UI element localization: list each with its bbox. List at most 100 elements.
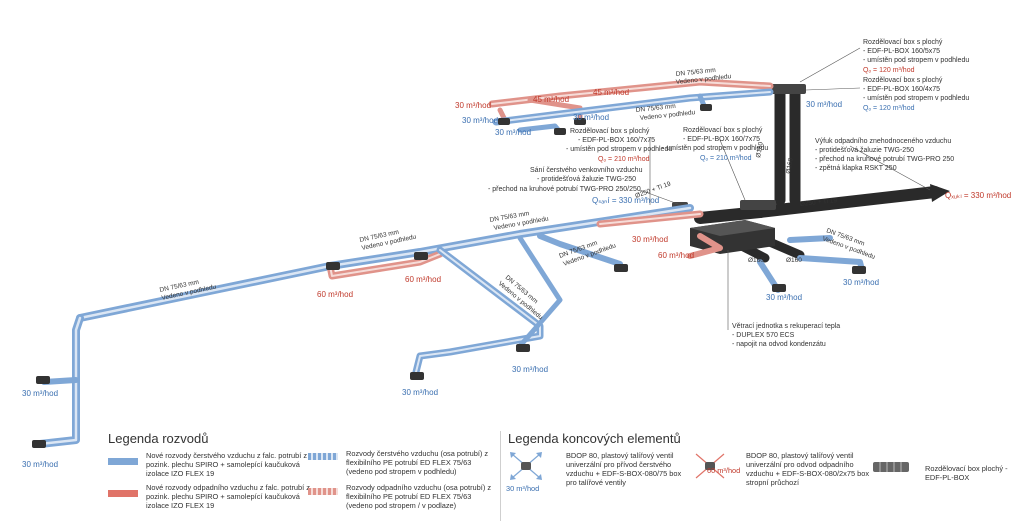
exhaust-duct-d250 [754, 186, 941, 218]
valve [414, 252, 428, 260]
valve [574, 118, 586, 125]
callout-line: Rozdělovací box s plochý [570, 128, 650, 135]
flow-label: 30 m³/hod [22, 389, 58, 398]
legend-element-waste-flow: 60 m³/hod [707, 466, 741, 475]
legend-item-fresh-flex: Rozvody čerstvého vzduchu (osa potrubí) … [346, 449, 489, 476]
legend-pipes-title: Legenda rozvodů [108, 431, 209, 446]
exhaust-arrow [930, 184, 950, 202]
callout-flow: Qₒ = 120 m³/hod [863, 105, 915, 112]
valve [516, 344, 530, 352]
flow-label: 30 m³/hod [843, 278, 879, 287]
legend-element-waste-valve: BDOP 80, plastový talířový ventil univer… [746, 451, 870, 487]
callout-exhaust: Výfuk odpadního znehodnoceného vzduchu -… [815, 138, 1011, 200]
legend-swatch-fresh-flex [308, 453, 338, 460]
callout-line: - přechod na kruhové potrubí TWG-PRO 250… [488, 186, 641, 193]
valve [700, 104, 712, 111]
callout-line: - umístěn pod stropem v podhledu [566, 146, 672, 153]
duct-label: Ø250 + Ti 19 [799, 197, 837, 208]
callout-line: - EDF-PL-BOX 160/4x75 [863, 86, 940, 93]
callout-box-mid-right: Rozdělovací box s plochý - EDF-PL-BOX 16… [662, 127, 768, 162]
callout-unit: Větrací jednotka s rekuperací tepla - DU… [732, 323, 840, 348]
flow-label: 60 m³/hod [317, 290, 353, 299]
duct-label: Ø160 [748, 257, 764, 264]
legend-item-waste-flex: Rozvody odpadního vzduchu (osa potrubí) … [346, 483, 492, 510]
duct-label: DN 75/63 mm [675, 67, 716, 78]
duct-label: Ø160 [755, 141, 765, 158]
flow-label: 30 m³/hod [512, 365, 548, 374]
distribution-box-top [770, 84, 806, 94]
duct-label: Ø160 [785, 157, 795, 174]
flow-label: 30 m³/hod [22, 460, 58, 469]
callout-line: - EDF-PL-BOX 160/5x75 [863, 48, 940, 55]
valve [772, 284, 786, 292]
callout-line: Rozdělovací box s plochý [863, 39, 943, 46]
duct-labels: DN 75/63 mm Vedeno v podhledu DN 75/63 m… [159, 67, 876, 322]
upper-branch-ducts [488, 78, 774, 135]
callout-line: - umístěn pod stropem v podhledu [863, 57, 969, 64]
valve [32, 440, 46, 448]
flow-label: 60 m³/hod [405, 275, 441, 284]
distribution-boxes [672, 84, 806, 212]
callout-flow: Qₒ = 120 m³/hod [863, 67, 915, 74]
callout-line: Rozdělovací box s plochý [863, 77, 943, 84]
callout-flow: Qₒ = 210 m³/hod [700, 155, 752, 162]
valve-terminals [32, 104, 866, 448]
callout-leaders [639, 47, 931, 330]
valve [498, 118, 510, 125]
flow-labels: 30 m³/hod 30 m³/hod 45 m³/hod 45 m³/hod … [22, 88, 879, 469]
callout-line: - DUPLEX 570 ECS [732, 332, 795, 339]
legend-swatch-waste-spiro [108, 490, 138, 497]
flow-label: 30 m³/hod [632, 235, 668, 244]
waste-valve-icon [695, 453, 725, 479]
flow-label: 30 m³/hod [462, 116, 498, 125]
flow-label: 30 m³/hod [573, 113, 609, 122]
callout-line: - zpětná klapka RSKT 250 [815, 165, 897, 172]
callout-intake: Sání čerstvého venkovního vzduchu - prot… [488, 167, 659, 205]
callout-line: - EDF-PL-BOX 160/7x75 [578, 137, 655, 144]
legend-elements-title: Legenda koncových elementů [508, 431, 681, 446]
callout-line: - napojit na odvod kondenzátu [732, 341, 826, 348]
valve [36, 376, 50, 384]
callout-line: Rozdělovací box s plochý [683, 127, 763, 134]
flow-label: 30 m³/hod [495, 128, 531, 137]
callout-box-top-right-1: Rozdělovací box s plochý - EDF-PL-BOX 16… [863, 39, 969, 74]
callout-flow: Qₓᵤₖₗ = 330 m³/hod [945, 191, 1011, 200]
callout-line: Výfuk odpadního znehodnoceného vzduchu [815, 138, 951, 145]
callout-line: - umístěn pod stropem v podhledu [863, 95, 969, 102]
flow-label: 45 m³/hod [593, 88, 629, 97]
valve [326, 262, 340, 270]
duct-label: DN 75/63 mm [635, 103, 676, 114]
flow-label: 30 m³/hod [402, 388, 438, 397]
callout-flow: Qₛₐₙí = 330 m³/hod [592, 196, 659, 205]
callout-box-top-right-2: Rozdělovací box s plochý - EDF-PL-BOX 16… [863, 77, 969, 112]
callout-line: Větrací jednotka s rekuperací tepla [732, 323, 840, 330]
callout-line: - protidešťová žaluzie TWG-250 [537, 176, 636, 183]
flow-label: 30 m³/hod [455, 101, 491, 110]
valve [614, 264, 628, 272]
legend-element-fresh-flow: 30 m³/hod [506, 484, 540, 493]
distribution-box-icon [873, 462, 909, 472]
callout-line: Sání čerstvého venkovního vzduchu [530, 167, 643, 174]
legend-element-distribution-box: Rozdělovací box plochý - EDF-PL-BOX [925, 464, 1008, 482]
callout-line: - protidešťová žaluzie TWG-250 [815, 147, 914, 154]
legend-divider [500, 431, 501, 521]
flow-label: 45 m³/hod [533, 95, 569, 104]
fresh-valve-icon [510, 452, 542, 480]
callout-line: - přechod na kruhové potrubí TWG-PRO 250 [815, 156, 954, 163]
callout-flow: Qₒ = 210 m³/hod [598, 156, 650, 163]
legend-swatch-waste-flex [308, 488, 338, 495]
callout-box-mid-left: Rozdělovací box s plochý - EDF-PL-BOX 16… [566, 128, 672, 163]
legend-element-fresh-valve: BDOP 80, plastový talířový ventil univer… [566, 451, 682, 487]
flow-label: 30 m³/hod [766, 293, 802, 302]
legend-swatch-fresh-spiro [108, 458, 138, 465]
legend-item-waste-spiro: Nové rozvody odpadního vzduchu z falc. p… [146, 483, 310, 510]
valve [852, 266, 866, 274]
valve [554, 128, 566, 135]
callout-line: - EDF-PL-BOX 160/7x75 [683, 136, 760, 143]
intake-duct-d250 [694, 206, 766, 224]
callout-line: - umístěn pod stropem v podhledu [662, 145, 768, 152]
flow-label: 30 m³/hod [806, 100, 842, 109]
valve [410, 372, 424, 380]
legend-item-fresh-spiro: Nové rozvody čerstvého vzduchu z falc. p… [146, 451, 308, 478]
